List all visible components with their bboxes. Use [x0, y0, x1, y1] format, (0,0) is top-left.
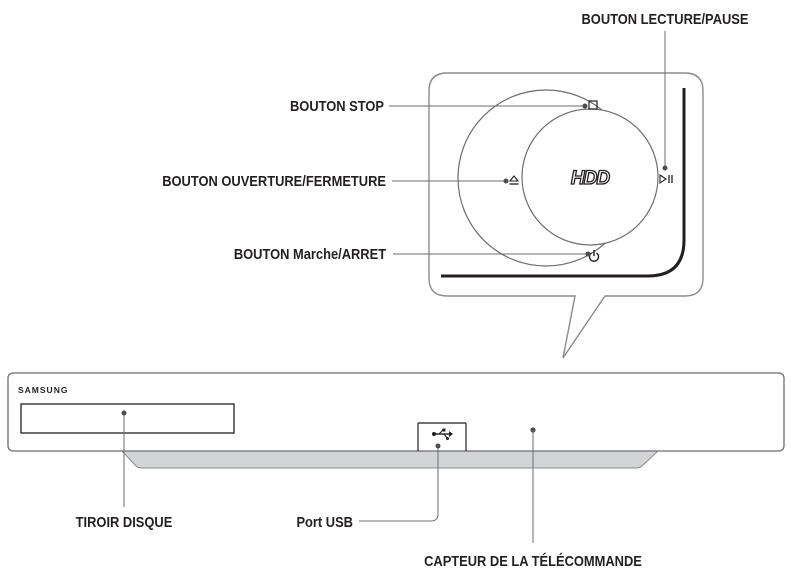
disc-tray[interactable] — [20, 403, 235, 434]
stop-button[interactable] — [588, 100, 598, 110]
player-base-shadow — [120, 450, 660, 469]
label-disc-tray: TIROIR DISQUE — [76, 513, 173, 530]
open-close-button[interactable] — [508, 175, 520, 185]
label-play-pause: BOUTON LECTURE/PAUSE — [582, 10, 749, 27]
label-remote-sensor: CAPTEUR DE LA TÉLÉCOMMANDE — [424, 552, 642, 569]
player-body: SAMSUNG — [7, 372, 785, 469]
leader-lines — [121, 31, 668, 543]
disc-logo: HDD — [571, 168, 610, 189]
usb-icon — [432, 428, 453, 440]
play-pause-icon — [659, 173, 673, 185]
label-usb-port: Port USB — [296, 513, 353, 530]
label-power: BOUTON Marche/ARRET — [234, 245, 387, 262]
brand-logo: SAMSUNG — [18, 385, 68, 395]
label-stop: BOUTON STOP — [290, 97, 384, 114]
play-pause-button[interactable] — [659, 173, 673, 185]
usb-port[interactable] — [417, 422, 467, 451]
eject-icon — [508, 175, 520, 185]
panel-edge-line — [441, 88, 686, 278]
label-open-close: BOUTON OUVERTURE/FERMETURE — [162, 172, 386, 189]
stop-square-icon — [588, 100, 598, 110]
control-dial: HDD — [457, 89, 659, 267]
